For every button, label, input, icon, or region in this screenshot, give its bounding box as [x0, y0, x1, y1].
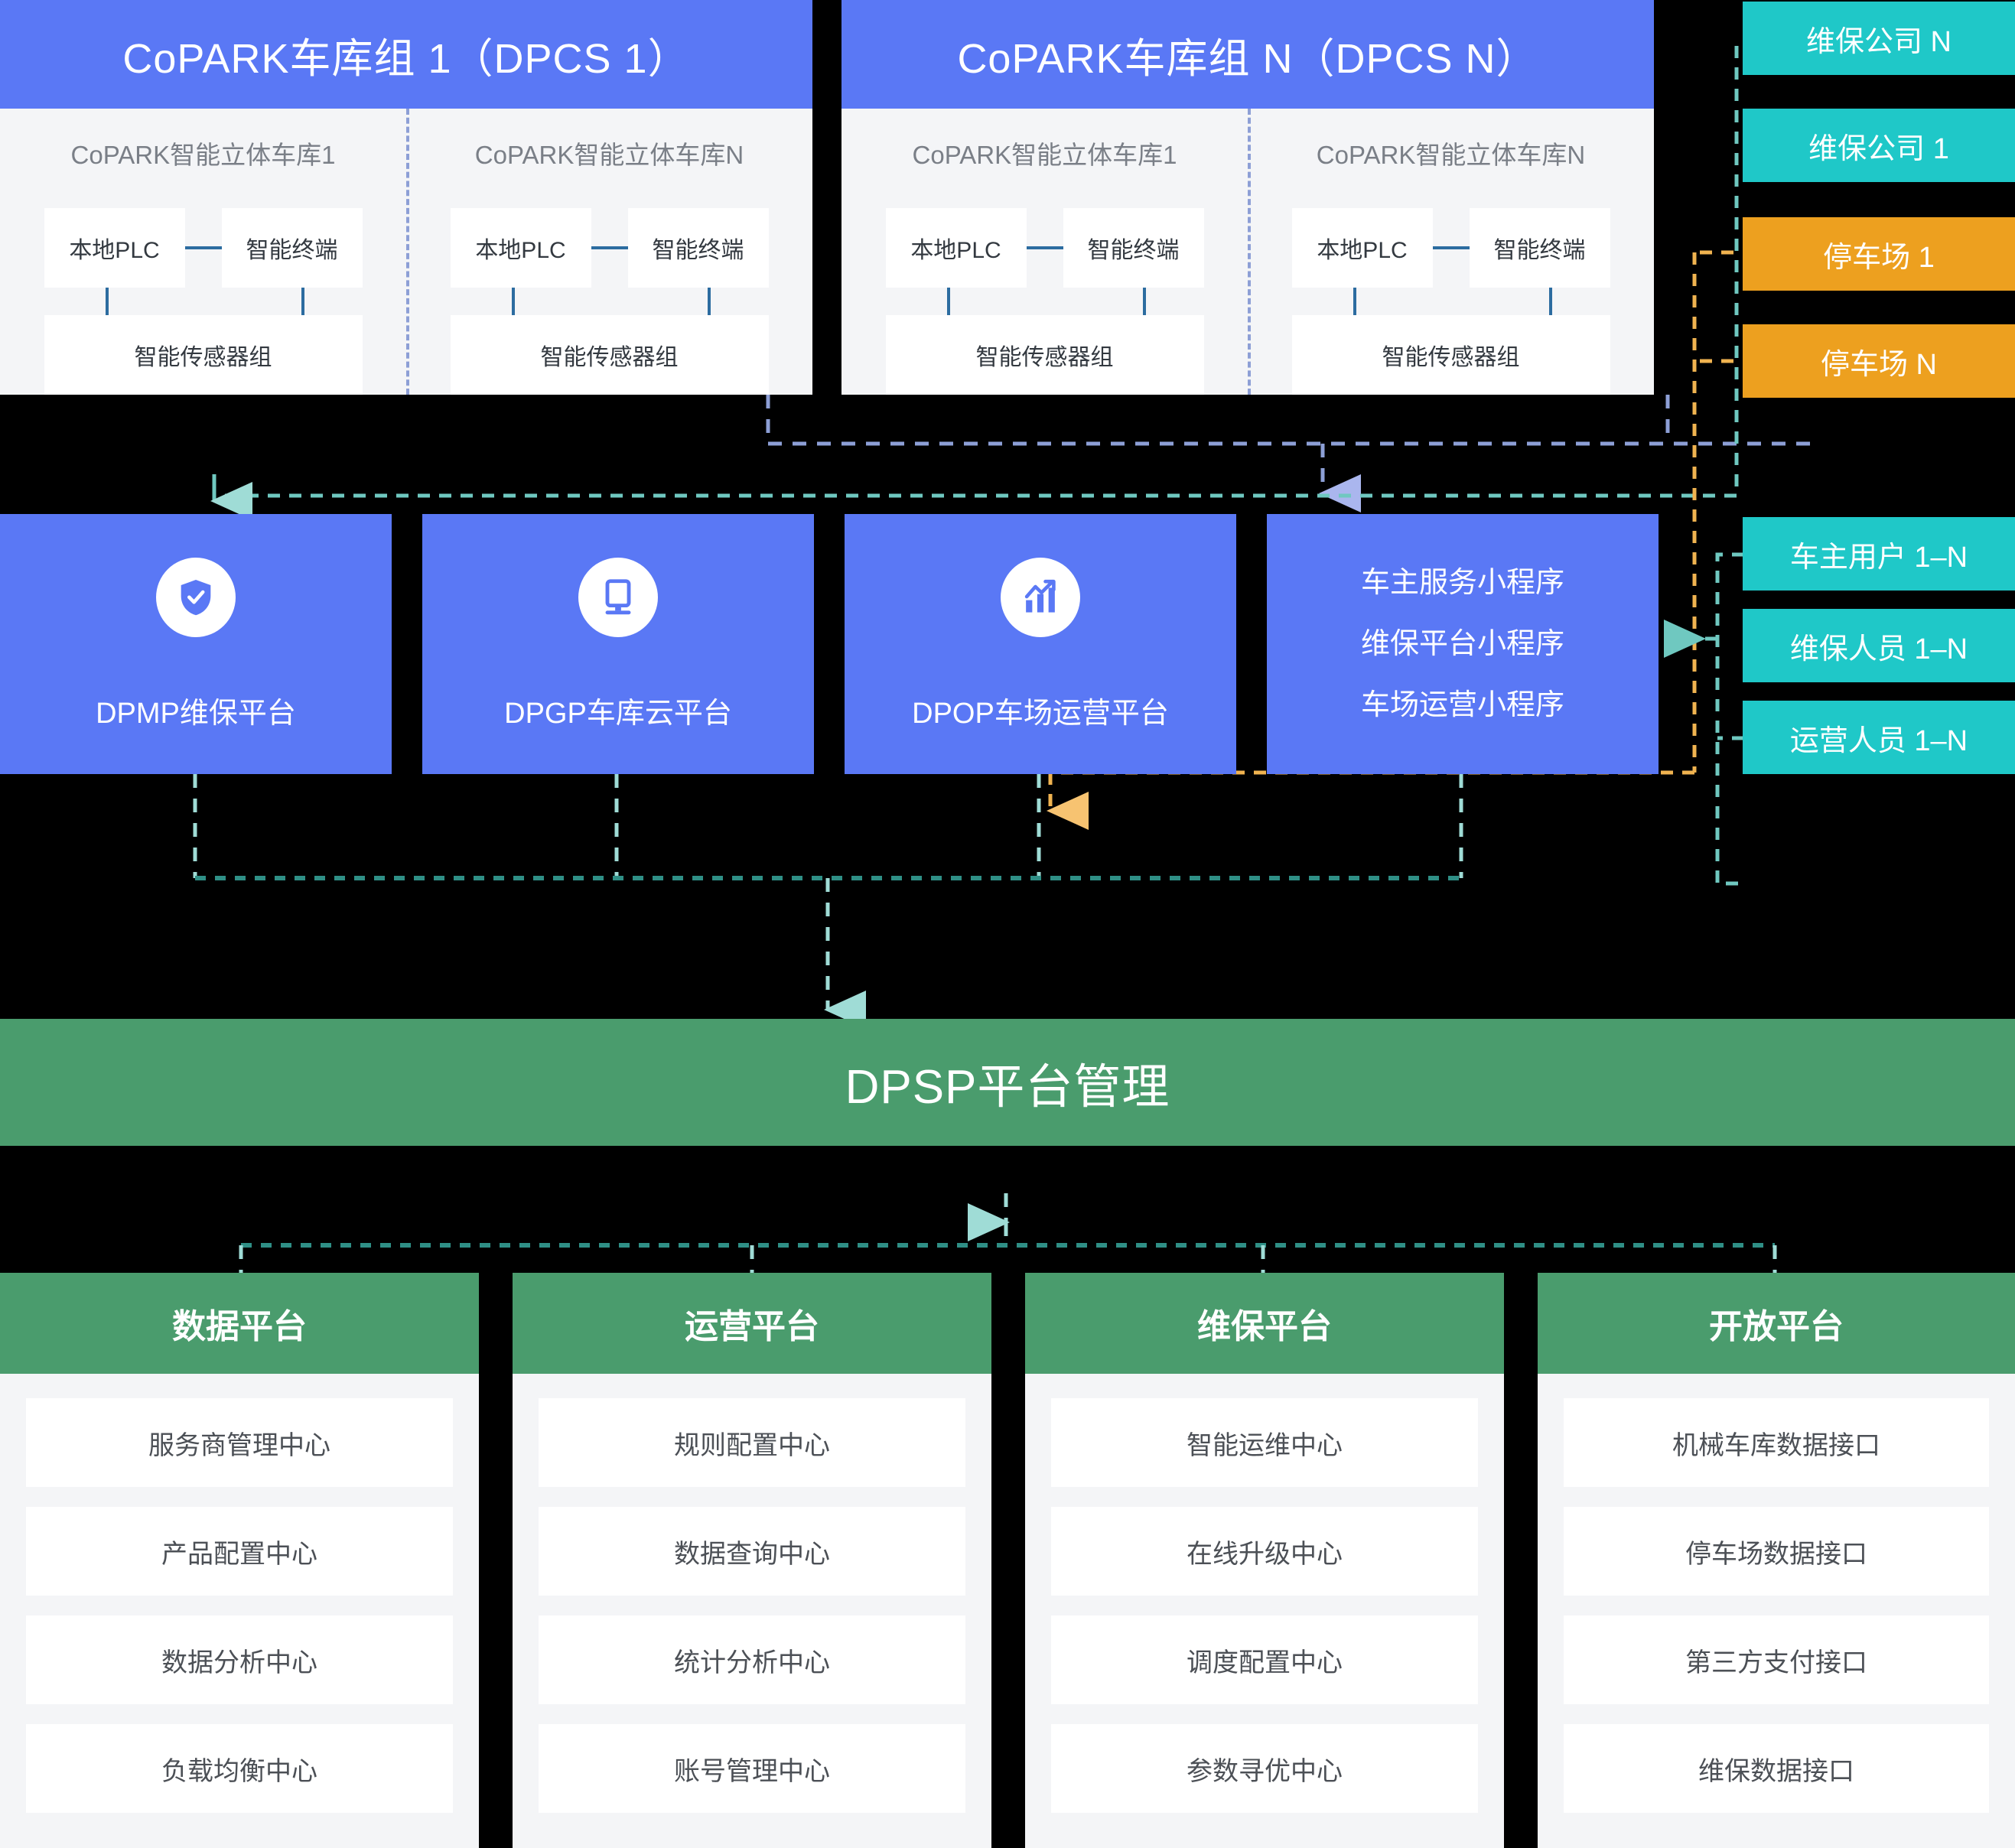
plc-terminal-link [591, 246, 628, 249]
chip-car-owner-users[interactable]: 车主用户 1–N [1743, 517, 2015, 591]
garage-title: CoPARK智能立体车库N [474, 141, 744, 169]
list-item[interactable]: 统计分析中心 [539, 1615, 965, 1704]
list-item[interactable]: 账号管理中心 [539, 1724, 965, 1813]
dpcs-group-1[interactable]: CoPARK车库组 1（DPCS 1） CoPARK智能立体车库1 本地PLC … [0, 0, 812, 395]
shield-check-icon [156, 557, 236, 637]
chip-label: 维保人员 1–N [1789, 633, 1968, 665]
chip-label: 运营人员 1–N [1789, 724, 1968, 757]
list-item[interactable]: 数据分析中心 [26, 1615, 453, 1704]
sensor-group-cell[interactable]: 智能传感器组 [885, 315, 1204, 395]
list-item[interactable]: 产品配置中心 [26, 1507, 453, 1596]
chip-label: 维保公司 1 [1808, 132, 1949, 165]
dpcs-group-n-body: CoPARK智能立体车库1 本地PLC 智能终端 智能传感器组 CoPARK智能… [841, 109, 1654, 395]
miniapp-owner-service: 车主服务小程序 [1360, 567, 1564, 599]
chip-operation-staff[interactable]: 运营人员 1–N [1743, 701, 2015, 774]
garage-card-1-1[interactable]: CoPARK智能立体车库1 本地PLC 智能终端 智能传感器组 [0, 109, 406, 395]
list-item[interactable]: 服务商管理中心 [26, 1398, 453, 1487]
monitor-icon [578, 557, 658, 637]
miniapp-parking-operation: 车场运营小程序 [1360, 689, 1564, 721]
list-item[interactable]: 负载均衡中心 [26, 1724, 453, 1813]
local-plc-cell[interactable]: 本地PLC [1291, 208, 1433, 288]
garage-title: CoPARK智能立体车库N [1316, 141, 1586, 169]
bottom-column-items: 机械车库数据接口 停车场数据接口 第三方支付接口 维保数据接口 [1538, 1374, 2015, 1848]
bottom-column-title: 开放平台 [1538, 1273, 2015, 1374]
bottom-column-title: 数据平台 [0, 1273, 479, 1374]
list-item[interactable]: 智能运维中心 [1051, 1398, 1478, 1487]
plc-terminal-link [1026, 246, 1063, 249]
chip-label: 停车场 N [1820, 348, 1937, 381]
garage-title: CoPARK智能立体车库1 [912, 141, 1177, 169]
plc-sensor-link [105, 288, 109, 315]
smart-terminal-cell[interactable]: 智能终端 [1469, 208, 1610, 288]
dpcs-group-n[interactable]: CoPARK车库组 N（DPCS N） CoPARK智能立体车库1 本地PLC … [841, 0, 1654, 395]
sensor-group-cell[interactable]: 智能传感器组 [450, 315, 769, 395]
chip-label: 维保公司 N [1805, 25, 1952, 58]
bottom-column-open-platform[interactable]: 开放平台 机械车库数据接口 停车场数据接口 第三方支付接口 维保数据接口 [1538, 1273, 2015, 1848]
bottom-column-items: 服务商管理中心 产品配置中心 数据分析中心 负载均衡中心 [0, 1374, 479, 1848]
dpcs-group-1-body: CoPARK智能立体车库1 本地PLC 智能终端 智能传感器组 CoPARK智能… [0, 109, 812, 395]
list-item[interactable]: 第三方支付接口 [1564, 1615, 1989, 1704]
group-1-divider [406, 109, 409, 395]
platform-label: DPMP维保平台 [96, 697, 296, 730]
plc-sensor-link [511, 288, 515, 315]
sensor-group-cell[interactable]: 智能传感器组 [1291, 315, 1610, 395]
plc-sensor-link [1353, 288, 1356, 315]
garage-card-n-2[interactable]: CoPARK智能立体车库N 本地PLC 智能终端 智能传感器组 [1248, 109, 1654, 395]
platform-dpmp[interactable]: DPMP维保平台 [0, 514, 392, 774]
terminal-sensor-link [301, 288, 304, 315]
plc-terminal-link [1432, 246, 1470, 249]
bottom-column-title: 维保平台 [1025, 1273, 1504, 1374]
platform-label: DPOP车场运营平台 [912, 697, 1169, 730]
bottom-column-operation-platform[interactable]: 运营平台 规则配置中心 数据查询中心 统计分析中心 账号管理中心 [513, 1273, 991, 1848]
list-item[interactable]: 在线升级中心 [1051, 1507, 1478, 1596]
miniapp-maintenance-platform: 维保平台小程序 [1360, 628, 1564, 660]
local-plc-cell[interactable]: 本地PLC [44, 208, 185, 288]
plc-terminal-link [184, 246, 222, 249]
local-plc-cell[interactable]: 本地PLC [885, 208, 1027, 288]
bottom-column-title: 运营平台 [513, 1273, 991, 1374]
chip-maintenance-staff[interactable]: 维保人员 1–N [1743, 609, 2015, 682]
bar-chart-up-icon [1001, 557, 1080, 637]
smart-terminal-cell[interactable]: 智能终端 [221, 208, 363, 288]
list-item[interactable]: 数据查询中心 [539, 1507, 965, 1596]
dpcs-group-n-title: CoPARK车库组 N（DPCS N） [841, 0, 1654, 109]
bottom-column-items: 规则配置中心 数据查询中心 统计分析中心 账号管理中心 [513, 1374, 991, 1848]
terminal-sensor-link [1548, 288, 1552, 315]
chip-label: 车主用户 1–N [1789, 541, 1968, 574]
garage-card-n-1[interactable]: CoPARK智能立体车库1 本地PLC 智能终端 智能传感器组 [841, 109, 1248, 395]
bottom-column-items: 智能运维中心 在线升级中心 调度配置中心 参数寻优中心 [1025, 1374, 1504, 1848]
dpcs-group-1-title: CoPARK车库组 1（DPCS 1） [0, 0, 812, 109]
dpsp-title: DPSP平台管理 [845, 1061, 1170, 1114]
bottom-column-maintenance-platform[interactable]: 维保平台 智能运维中心 在线升级中心 调度配置中心 参数寻优中心 [1025, 1273, 1504, 1848]
garage-card-1-2[interactable]: CoPARK智能立体车库N 本地PLC 智能终端 智能传感器组 [406, 109, 812, 395]
platform-dpop[interactable]: DPOP车场运营平台 [845, 514, 1236, 774]
terminal-sensor-link [1142, 288, 1146, 315]
chip-parking-lot-n[interactable]: 停车场 N [1743, 324, 2015, 398]
list-item[interactable]: 调度配置中心 [1051, 1615, 1478, 1704]
list-item[interactable]: 参数寻优中心 [1051, 1724, 1478, 1813]
smart-terminal-cell[interactable]: 智能终端 [1063, 208, 1204, 288]
list-item[interactable]: 规则配置中心 [539, 1398, 965, 1487]
dpsp-banner[interactable]: DPSP平台管理 [0, 1019, 2015, 1146]
list-item[interactable]: 停车场数据接口 [1564, 1507, 1989, 1596]
garage-title: CoPARK智能立体车库1 [70, 141, 336, 169]
list-item[interactable]: 机械车库数据接口 [1564, 1398, 1989, 1487]
group-n-divider [1248, 109, 1251, 395]
chip-maintenance-company-n[interactable]: 维保公司 N [1743, 2, 2015, 75]
chip-parking-lot-1[interactable]: 停车场 1 [1743, 217, 2015, 291]
platform-label: DPGP车库云平台 [504, 697, 732, 730]
bottom-column-data-platform[interactable]: 数据平台 服务商管理中心 产品配置中心 数据分析中心 负载均衡中心 [0, 1273, 479, 1848]
plc-sensor-link [946, 288, 950, 315]
sensor-group-cell[interactable]: 智能传感器组 [44, 315, 363, 395]
chip-maintenance-company-1[interactable]: 维保公司 1 [1743, 109, 2015, 182]
list-item[interactable]: 维保数据接口 [1564, 1724, 1989, 1813]
miniapp-card[interactable]: 车主服务小程序 维保平台小程序 车场运营小程序 [1267, 514, 1659, 774]
chip-label: 停车场 1 [1823, 241, 1935, 274]
smart-terminal-cell[interactable]: 智能终端 [627, 208, 769, 288]
platform-dpgp[interactable]: DPGP车库云平台 [422, 514, 814, 774]
terminal-sensor-link [707, 288, 711, 315]
local-plc-cell[interactable]: 本地PLC [450, 208, 591, 288]
